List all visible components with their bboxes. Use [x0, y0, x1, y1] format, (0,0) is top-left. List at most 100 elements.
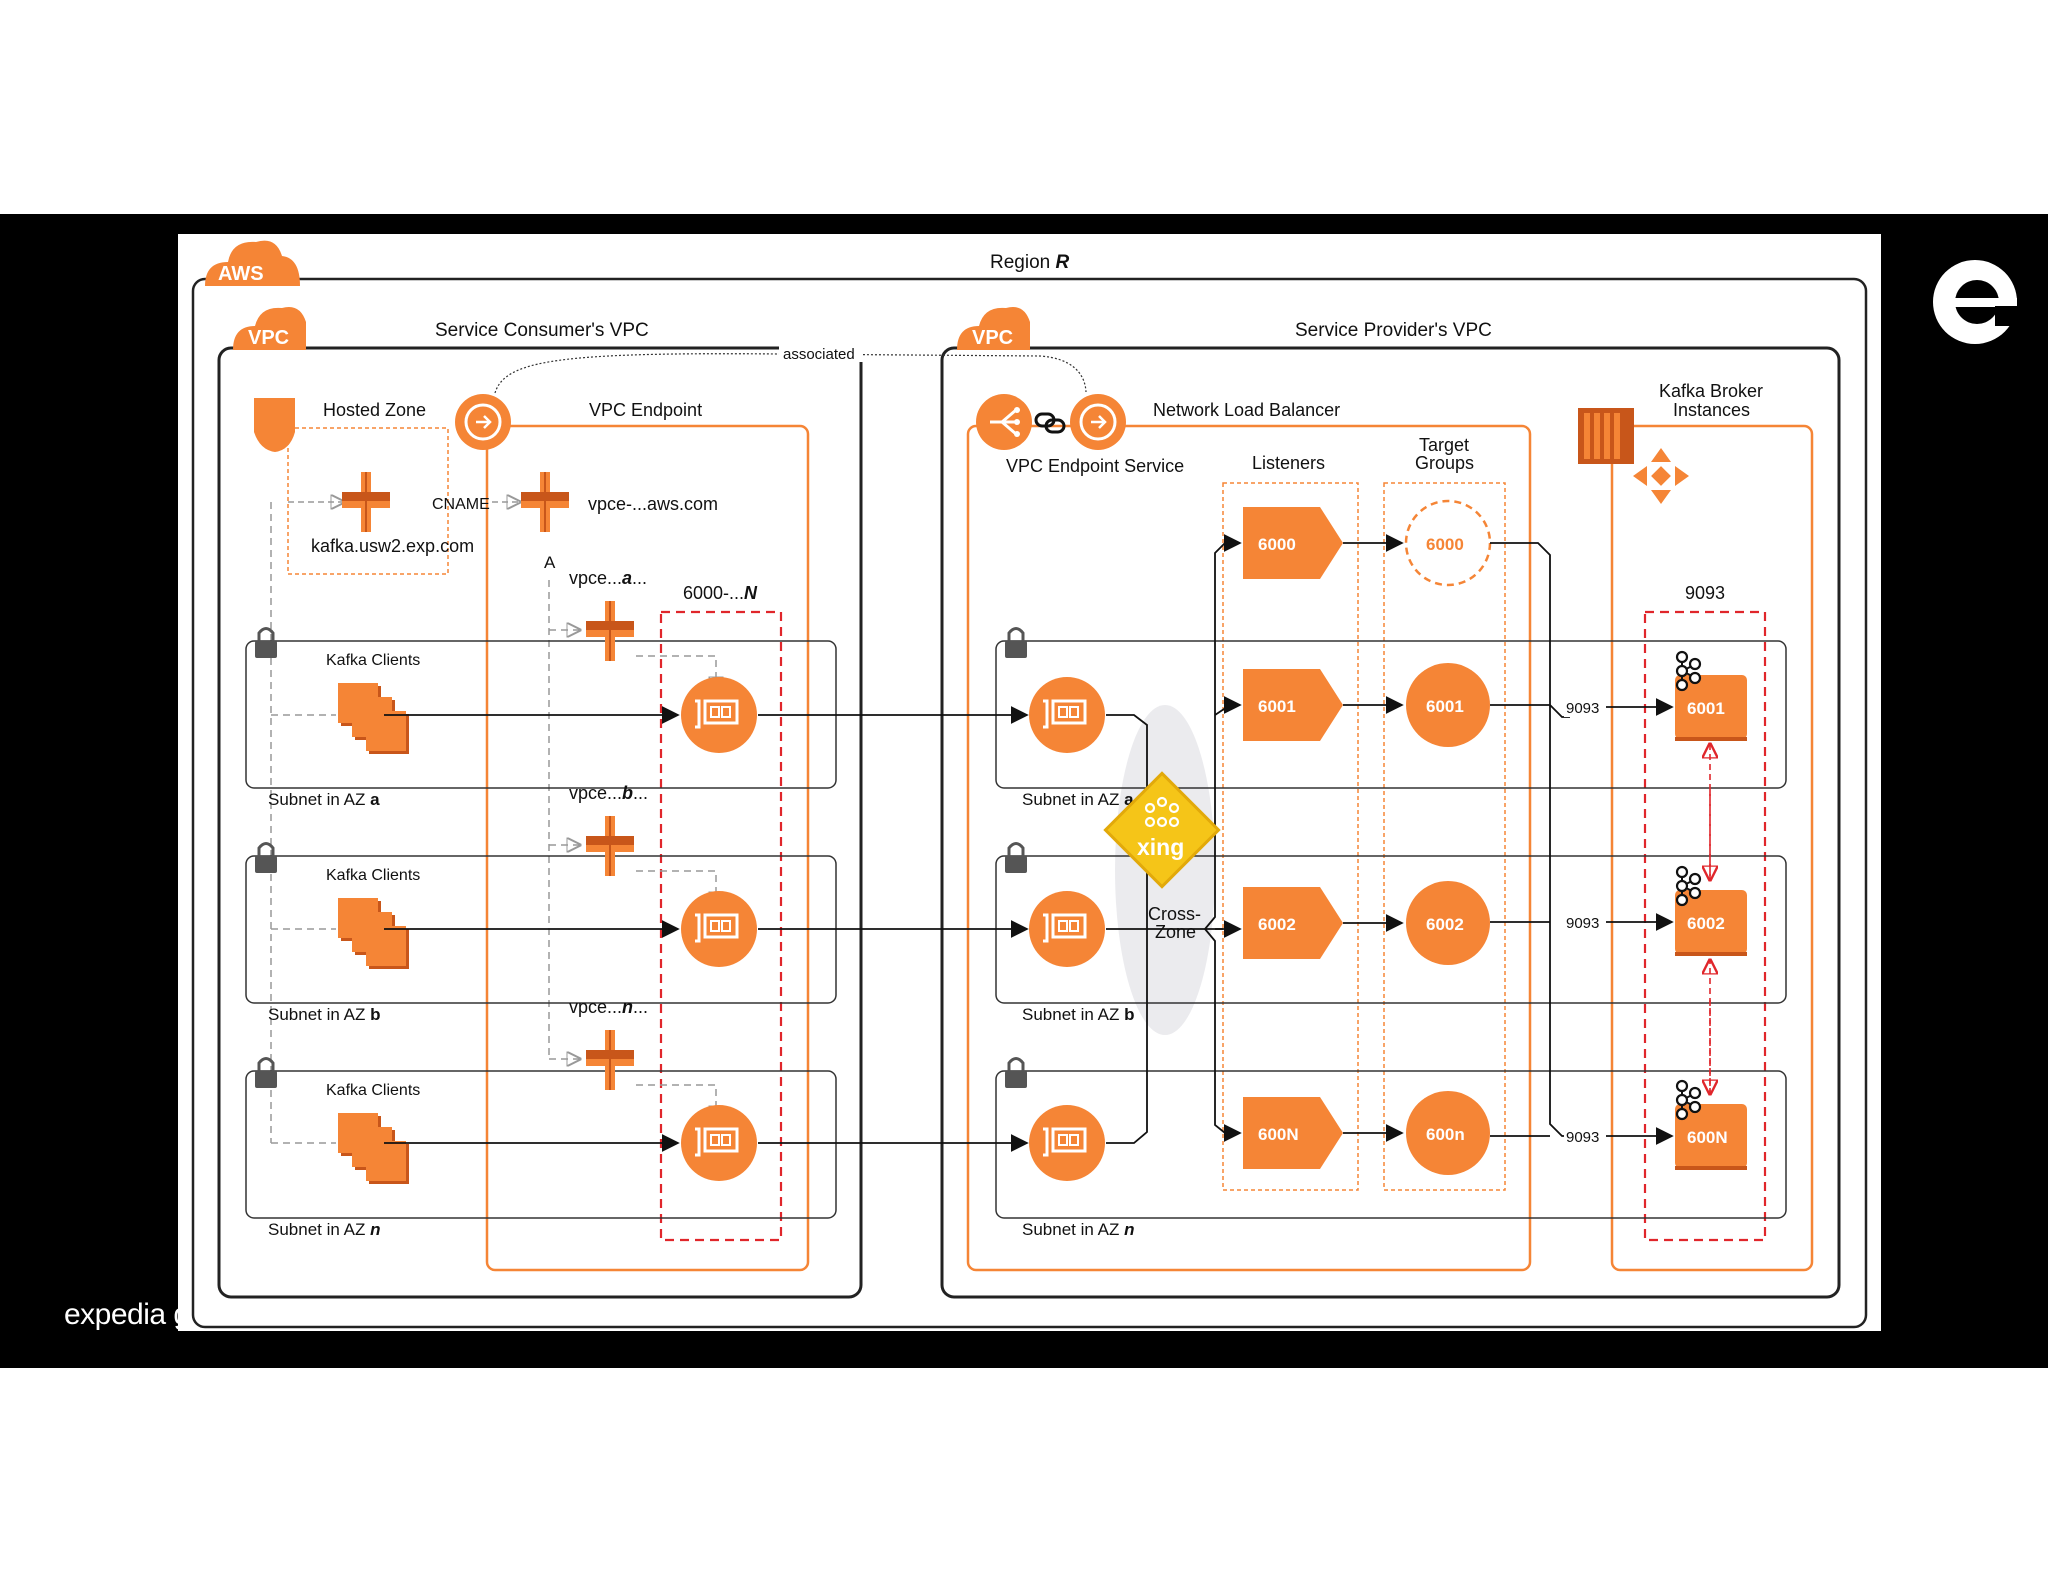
- target-group: [1406, 1091, 1490, 1175]
- xing-badge-icon: xing: [1103, 771, 1221, 889]
- broker-port-label: 6001: [1687, 699, 1725, 718]
- lock-icon: [1005, 1057, 1027, 1088]
- consumer-subnet-label: Subnet in AZ b: [268, 1005, 380, 1024]
- vpc-endpoint-label: VPC Endpoint: [589, 400, 702, 420]
- broker-group: [1643, 610, 1767, 1242]
- hosted-zone-label: Hosted Zone: [323, 400, 426, 420]
- kafka-icon: [1675, 865, 1702, 907]
- listener-port-label: 600N: [1258, 1125, 1299, 1144]
- consumer-subnet-label: Subnet in AZ n: [268, 1220, 380, 1239]
- svg-text:VPC: VPC: [972, 327, 1013, 349]
- vpce-record-label: vpce...n...: [569, 997, 648, 1017]
- ec2-stack-icon: [338, 898, 409, 969]
- aws-cloud-icon: AWS: [205, 240, 300, 286]
- ec2-stack-icon: [338, 683, 409, 754]
- route53-vpce-icon: [521, 472, 569, 532]
- nlb-eni-icon: [1029, 677, 1105, 753]
- broker-label-line2: Instances: [1673, 400, 1750, 420]
- lock-icon: [255, 1057, 277, 1088]
- provider-subnet: [995, 1070, 1787, 1219]
- route53-vpce-zone-icon: [586, 816, 634, 876]
- listener-port-label: 6002: [1258, 915, 1296, 934]
- listener-arrow: [1243, 887, 1343, 959]
- hosted-zone-shield-icon: [254, 398, 295, 452]
- provider-vpc-label: Service Provider's VPC: [1295, 320, 1492, 341]
- cross-zone-label-line1: Cross-: [1148, 904, 1201, 924]
- broker-label-line1: Kafka Broker: [1659, 381, 1763, 401]
- vpce-record-label: vpce...b...: [569, 783, 648, 803]
- edge-port-label: 9093: [1566, 1129, 1599, 1146]
- listeners-label: Listeners: [1252, 453, 1325, 473]
- consumer-vpc-cloud-icon: VPC: [233, 306, 306, 350]
- lock-icon: [255, 842, 277, 873]
- provider-subnet-label: Subnet in AZ n: [1022, 1220, 1134, 1239]
- lock-icon: [255, 627, 277, 658]
- vpce-record-label: vpce...a...: [569, 568, 647, 588]
- svg-text:AWS: AWS: [218, 263, 264, 285]
- listeners-group: [1222, 482, 1359, 1191]
- broker-port-label: 600N: [1687, 1128, 1728, 1147]
- target-groups-label-line1: Target: [1419, 435, 1469, 455]
- nlb-eni-icon: [1029, 891, 1105, 967]
- kafka-clients-label: Kafka Clients: [326, 867, 420, 884]
- provider-subnet-label: Subnet in AZ a: [1022, 790, 1134, 809]
- consumer-subnet-label: Subnet in AZ a: [268, 790, 380, 809]
- listener-arrow: [1243, 1097, 1343, 1169]
- endpoint-eni-group: [659, 610, 783, 1242]
- broker-port-label: 6002: [1687, 914, 1725, 933]
- kafka-icon: [1675, 650, 1702, 692]
- endpoint-service-label: VPC Endpoint Service: [1006, 456, 1184, 476]
- kafka-clients-label: Kafka Clients: [326, 1082, 420, 1099]
- listener-arrow: [1243, 507, 1343, 579]
- target-groups-label-line2: Groups: [1415, 453, 1474, 473]
- listener-port-label: 6001: [1258, 697, 1296, 716]
- broker-instance: [1675, 890, 1747, 954]
- kafka-icon: [1675, 1079, 1702, 1121]
- cname-label: CNAME: [432, 496, 490, 513]
- provider-subnet-label: Subnet in AZ b: [1022, 1005, 1134, 1024]
- edge-port-label: 9093: [1566, 915, 1599, 932]
- svg-text:VPC: VPC: [248, 327, 289, 349]
- associated-curve: [494, 353, 1087, 394]
- target-groups-group: [1383, 482, 1506, 1191]
- target-port-label: 6002: [1426, 915, 1464, 934]
- broker-instances-box: [1610, 424, 1814, 1272]
- hosted-domain-label: kafka.usw2.exp.com: [311, 536, 474, 556]
- endpoint-service-box: [966, 424, 1532, 1272]
- target-port-label: 600n: [1426, 1125, 1465, 1144]
- lock-icon: [1005, 842, 1027, 873]
- hosted-zone-box: [287, 427, 449, 575]
- lock-icon: [1005, 627, 1027, 658]
- target-group: [1406, 663, 1490, 747]
- edge-port-label: 9093: [1566, 700, 1599, 717]
- ec2-autoscaling-icon: [1578, 408, 1689, 504]
- broker-instance: [1675, 675, 1747, 739]
- nlb-eni-icon: [1029, 1105, 1105, 1181]
- endpoint-eni-icon: [681, 1105, 757, 1181]
- provider-vpc-frame: [940, 346, 1841, 1299]
- provider-vpc-cloud-icon: VPC: [957, 306, 1030, 350]
- nlb-label: Network Load Balancer: [1153, 400, 1340, 420]
- target-group: [1406, 881, 1490, 965]
- brand-wordmark: expedia g: [64, 1298, 190, 1331]
- route53-vpce-zone-icon: [586, 601, 634, 661]
- region-frame: [191, 277, 1868, 1329]
- svg-text:xing: xing: [1137, 834, 1184, 860]
- vpc-endpoint-box: [485, 424, 810, 1272]
- kafka-clients-label: Kafka Clients: [326, 652, 420, 669]
- target-port-label: 6000: [1426, 535, 1464, 554]
- cross-zone-label-line2: Zone: [1155, 922, 1196, 942]
- listener-port-label: 6000: [1258, 535, 1296, 554]
- link-icon: [1034, 412, 1066, 434]
- consumer-subnet: [245, 1070, 837, 1219]
- target-port-label: 6001: [1426, 697, 1464, 716]
- endpoint-eni-icon: [681, 891, 757, 967]
- port-range-label: 6000-...N: [683, 583, 758, 603]
- route53-hosted-icon: [342, 472, 390, 532]
- broker-instance: [1675, 1104, 1747, 1168]
- consumer-vpc-label: Service Consumer's VPC: [435, 320, 649, 341]
- ec2-stack-icon: [338, 1113, 409, 1184]
- endpoint-eni-icon: [681, 677, 757, 753]
